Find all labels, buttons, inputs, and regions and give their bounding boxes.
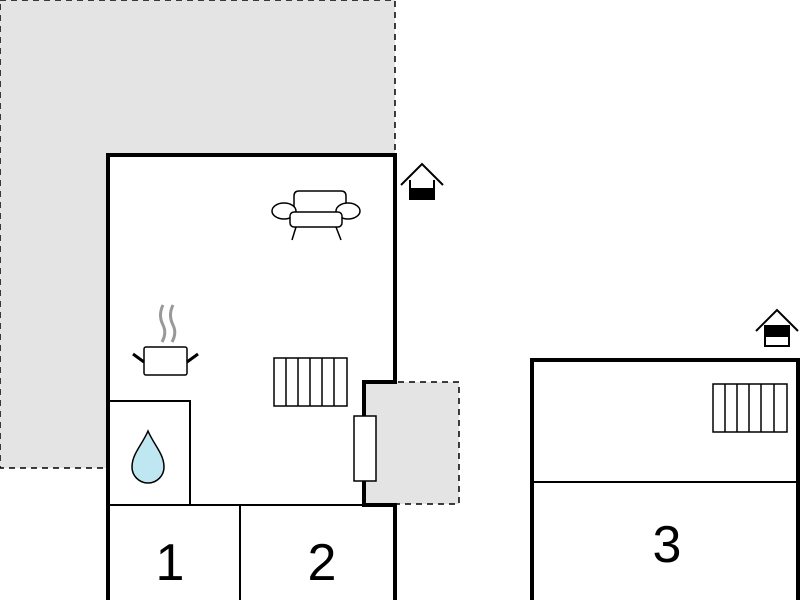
main-building-walls [106, 153, 397, 600]
side-building-walls [530, 358, 800, 600]
room-label-3: 3 [653, 516, 682, 574]
entrance-house-icon [400, 162, 444, 200]
entrance-house-icon-side [755, 308, 799, 347]
cooking-pot-icon [132, 304, 199, 376]
radiator-icon [273, 357, 348, 407]
door-icon [353, 415, 377, 482]
sofa-icon [271, 190, 361, 241]
terrace-area [364, 381, 460, 505]
water-drop-icon [131, 429, 165, 484]
room-label-2: 2 [308, 534, 337, 592]
room-label-1: 1 [156, 534, 185, 592]
radiator-icon-side [712, 383, 788, 433]
